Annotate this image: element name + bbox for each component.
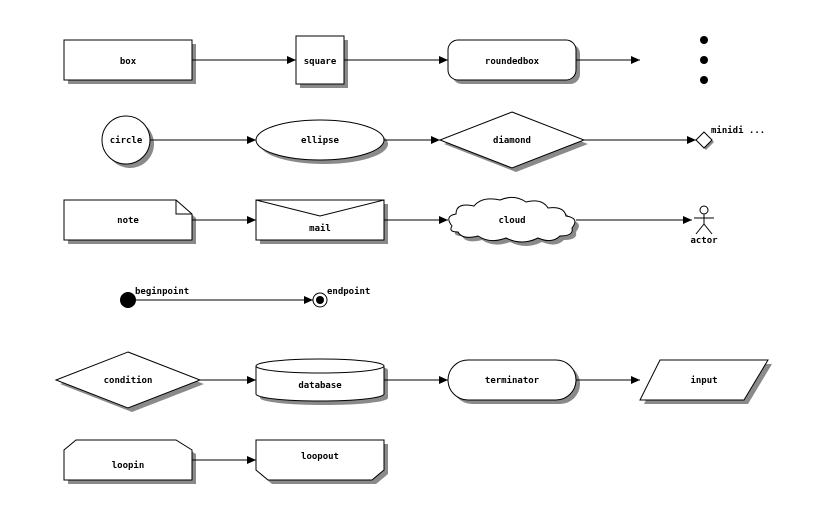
- node-note: note: [63, 199, 196, 244]
- node-diamond-label: diamond: [493, 135, 531, 146]
- node-input-label: input: [690, 375, 717, 386]
- node-roundedbox-label: roundedbox: [485, 57, 540, 67]
- node-box: box: [63, 39, 196, 84]
- node-cloud: cloud: [448, 196, 579, 246]
- node-terminator-label: terminator: [485, 375, 540, 386]
- node-circle-label: circle: [110, 135, 143, 146]
- node-diamond: diamond: [438, 111, 588, 172]
- node-circle: circle: [101, 115, 154, 168]
- node-minidiamond-label: minidi ...: [711, 125, 765, 136]
- node-dots: [700, 36, 708, 84]
- node-database-label: database: [298, 381, 342, 391]
- node-roundedbox: roundedbox: [447, 39, 580, 84]
- node-loopin-label: loopin: [112, 460, 145, 471]
- node-ellipse: ellipse: [255, 119, 388, 164]
- node-terminator: terminator: [447, 359, 580, 404]
- node-actor-label: actor: [690, 236, 718, 246]
- node-box-label: box: [120, 57, 137, 67]
- node-actor: actor: [690, 205, 718, 246]
- node-cloud-label: cloud: [498, 216, 525, 226]
- node-beginpoint: beginpoint: [120, 286, 189, 308]
- node-loopin: loopin: [63, 439, 196, 484]
- node-note-label: note: [117, 216, 139, 226]
- node-condition-label: condition: [104, 375, 153, 386]
- node-database: database: [255, 358, 388, 405]
- node-loopout-label: loopout: [301, 452, 339, 462]
- node-beginpoint-label: beginpoint: [135, 286, 189, 297]
- node-endpoint: endpoint: [312, 286, 370, 308]
- node-square-label: square: [304, 57, 337, 67]
- node-minidiamond: minidi ...: [695, 125, 765, 150]
- node-square: square: [295, 35, 348, 88]
- node-mail-label: mail: [309, 223, 331, 234]
- node-loopout: loopout: [255, 439, 388, 484]
- node-condition: condition: [54, 351, 204, 412]
- node-mail: mail: [255, 199, 388, 244]
- node-ellipse-label: ellipse: [301, 135, 340, 146]
- node-input: input: [639, 359, 772, 404]
- node-endpoint-label: endpoint: [327, 286, 370, 297]
